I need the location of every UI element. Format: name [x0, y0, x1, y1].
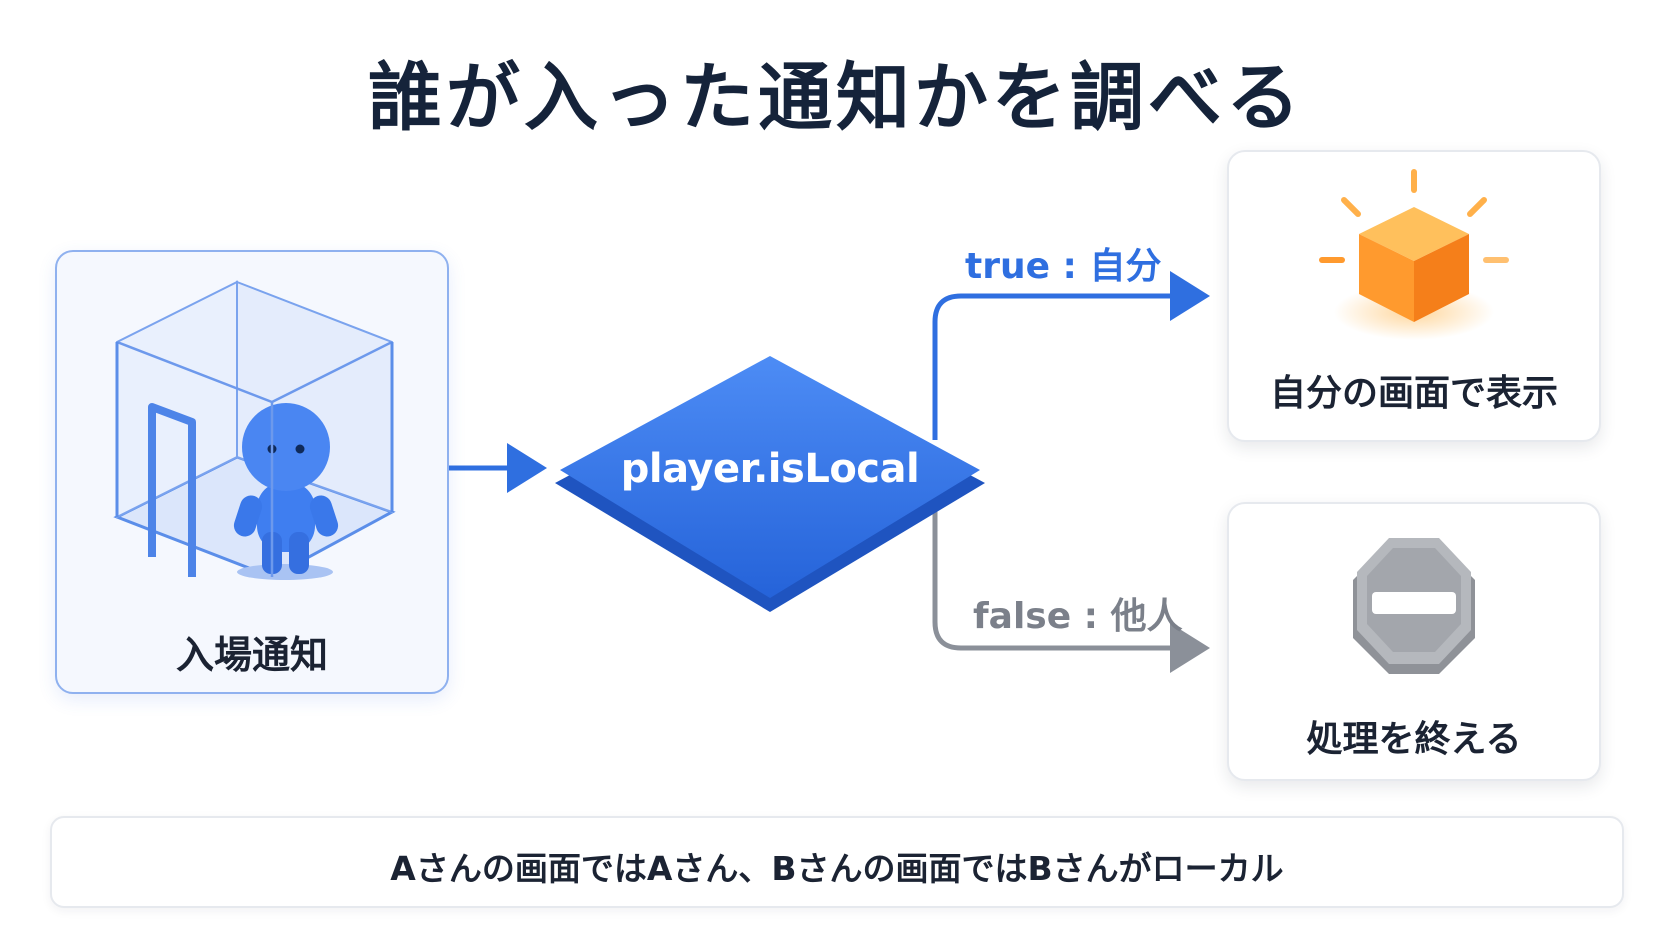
end-processing-card: 処理を終える — [1227, 502, 1601, 781]
entry-card-label: 入場通知 — [175, 633, 328, 677]
decision-label: player.isLocal — [620, 446, 920, 492]
entry-notification-card: 入場通知 — [55, 250, 449, 694]
stop-sign-icon — [1353, 538, 1475, 674]
self-card-label: 自分の画面で表示 — [1269, 373, 1558, 414]
footer-text: Aさんの画面ではAさん、Bさんの画面ではBさんがローカル — [390, 849, 1284, 888]
player-in-room-icon — [113, 280, 396, 580]
decision-diamond — [555, 356, 985, 612]
arrow-false-branch — [932, 500, 1210, 673]
false-branch-label: false : 他人 — [973, 596, 1183, 637]
arrow-true-branch — [932, 271, 1210, 440]
true-branch-label: true : 自分 — [965, 246, 1162, 287]
self-display-card: 自分の画面で表示 — [1227, 150, 1601, 442]
page-title: 誰が入った通知かを調べる — [368, 55, 1304, 141]
end-card-label: 処理を終える — [1306, 719, 1522, 760]
footer-note: Aさんの画面ではAさん、Bさんの画面ではBさんがローカル — [50, 816, 1624, 908]
glowing-cube-icon — [1319, 169, 1509, 340]
